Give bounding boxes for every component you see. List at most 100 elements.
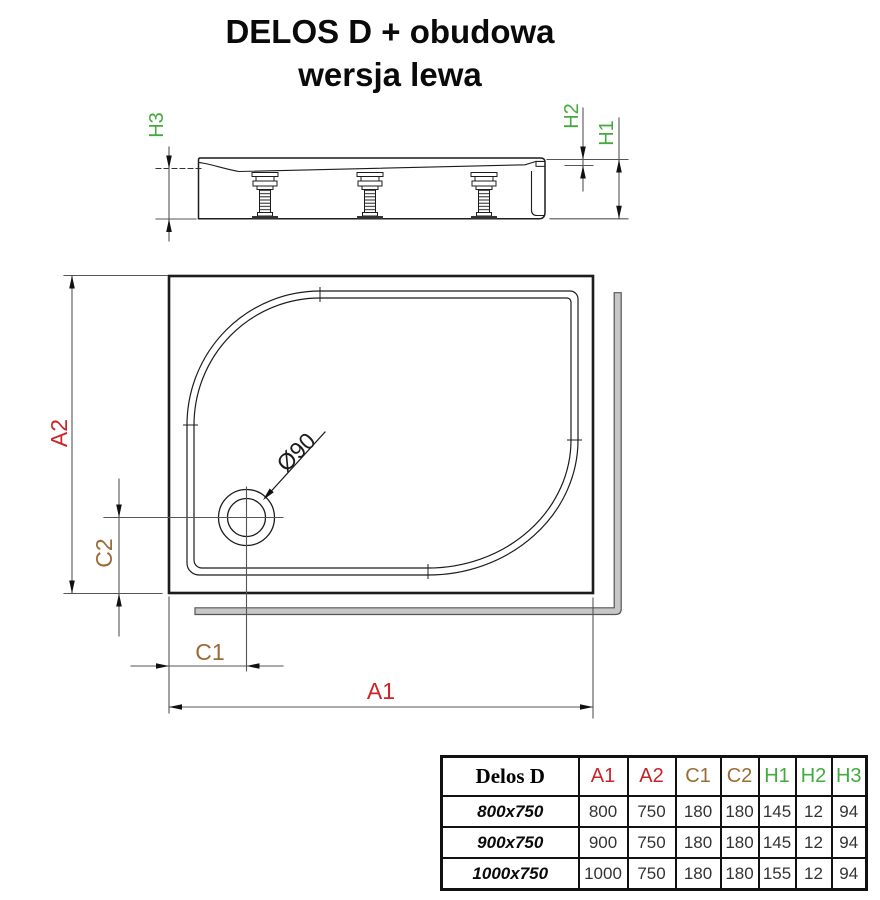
table-header-c2: C2 bbox=[719, 755, 760, 797]
tray-floor-slope bbox=[198, 160, 545, 173]
dimension-a2: A2 bbox=[46, 274, 168, 595]
dimension-h1: H1 bbox=[549, 117, 629, 220]
arrowhead bbox=[166, 219, 172, 232]
value-cell: 750 bbox=[626, 795, 677, 828]
leg-base-plate bbox=[471, 216, 497, 219]
value-cell: 180 bbox=[674, 795, 722, 828]
arrowhead bbox=[616, 205, 622, 219]
drain bbox=[103, 486, 284, 672]
value-cell: 900 bbox=[577, 826, 629, 859]
top-view-drawing: Ø90 A2 C2 bbox=[46, 274, 622, 719]
adjustable-leg-3 bbox=[470, 172, 498, 219]
arrowhead bbox=[580, 146, 586, 160]
skirt-panel-line bbox=[530, 170, 545, 217]
arrowhead bbox=[246, 663, 260, 669]
value-cell: 800 bbox=[577, 795, 629, 828]
value-cell: 180 bbox=[674, 826, 722, 859]
title-line-1: DELOS D + obudowa bbox=[225, 13, 555, 50]
side-view-drawing: H3 H2 H1 bbox=[146, 103, 629, 242]
leg-flange bbox=[356, 172, 384, 177]
leg-collar bbox=[475, 185, 493, 190]
adjustable-leg-2 bbox=[356, 172, 384, 219]
dimension-label-a2: A2 bbox=[46, 419, 72, 447]
table-header-product: Delos D bbox=[440, 755, 580, 797]
table-row-800x750: 800x750 800 750 180 180 145 12 94 bbox=[440, 795, 868, 828]
leg-nut-small bbox=[255, 176, 275, 182]
value-cell: 180 bbox=[674, 857, 722, 891]
dimension-c2: C2 bbox=[91, 478, 122, 637]
table-header-a2: A2 bbox=[626, 755, 677, 797]
arrowhead bbox=[263, 488, 274, 500]
value-cell: 750 bbox=[626, 826, 677, 859]
leg-nut-small bbox=[474, 176, 494, 182]
arrowhead bbox=[580, 165, 586, 179]
tray-rim-lip bbox=[535, 160, 546, 167]
leader-line bbox=[264, 431, 326, 499]
arrowhead bbox=[69, 580, 75, 594]
leg-collar bbox=[256, 185, 274, 190]
leg-base-plate bbox=[252, 216, 278, 219]
value-cell: 12 bbox=[794, 795, 833, 828]
tray-outline bbox=[167, 274, 595, 595]
tray-rim-inner bbox=[193, 297, 572, 569]
shower-tray-drawing: H3 H2 H1 bbox=[46, 103, 629, 719]
leg-nut-large bbox=[357, 180, 383, 187]
dimension-a1: A1 bbox=[168, 597, 594, 719]
size-cell: 1000x750 bbox=[440, 857, 580, 891]
dimension-label-c2: C2 bbox=[91, 538, 117, 567]
leg-flange bbox=[470, 172, 498, 177]
arrowhead bbox=[580, 704, 593, 710]
dimension-label-h2: H2 bbox=[561, 103, 583, 129]
leg-flange bbox=[251, 172, 279, 177]
dimension-label-h1: H1 bbox=[596, 120, 618, 146]
adjustable-leg-1 bbox=[251, 172, 279, 219]
value-cell: 180 bbox=[719, 826, 760, 859]
table-header-h3: H3 bbox=[830, 755, 868, 797]
table-header-c1: C1 bbox=[674, 755, 722, 797]
leg-threaded-rod bbox=[259, 189, 271, 213]
value-cell: 94 bbox=[830, 826, 868, 859]
size-cell: 800x750 bbox=[440, 795, 580, 828]
leg-base-plate bbox=[357, 216, 383, 219]
leg-threaded-rod bbox=[478, 189, 490, 213]
value-cell: 155 bbox=[757, 857, 797, 891]
table-row-1000x750: 1000x750 1000 750 180 180 155 12 94 bbox=[440, 857, 868, 891]
drawing-title: DELOS D + obudowa wersja lewa bbox=[0, 10, 780, 96]
value-cell: 180 bbox=[719, 857, 760, 891]
table-header-h2: H2 bbox=[794, 755, 833, 797]
dimension-h3: H3 bbox=[146, 112, 197, 242]
dimension-label-a1: A1 bbox=[367, 678, 395, 704]
leg-foot bbox=[362, 212, 378, 217]
title-line-2: wersja lewa bbox=[298, 56, 482, 93]
arrowhead bbox=[156, 663, 169, 669]
dimension-label-c1: C1 bbox=[195, 639, 224, 665]
value-cell: 145 bbox=[757, 795, 797, 828]
dimension-c1: C1 bbox=[130, 596, 284, 714]
arrowhead bbox=[69, 275, 75, 289]
table-header-a1: A1 bbox=[577, 755, 629, 797]
dimension-label-h3: H3 bbox=[146, 112, 168, 138]
arrowhead bbox=[116, 593, 122, 607]
leg-foot bbox=[257, 212, 273, 217]
rim-tangent-ticks bbox=[183, 287, 582, 579]
arrowhead bbox=[169, 704, 182, 710]
arrowhead bbox=[166, 155, 172, 169]
arrowhead bbox=[616, 159, 622, 173]
leg-nut-large bbox=[252, 180, 278, 187]
table-header-h1: H1 bbox=[757, 755, 797, 797]
value-cell: 12 bbox=[794, 826, 833, 859]
size-cell: 900x750 bbox=[440, 826, 580, 859]
leg-threaded-rod bbox=[364, 189, 376, 213]
arrowhead bbox=[116, 504, 122, 518]
value-cell: 12 bbox=[794, 857, 833, 891]
value-cell: 145 bbox=[757, 826, 797, 859]
value-cell: 750 bbox=[626, 857, 677, 891]
enclosure-panel bbox=[194, 292, 622, 616]
leg-collar bbox=[361, 185, 379, 190]
leg-nut-small bbox=[360, 176, 380, 182]
table-row-900x750: 900x750 900 750 180 180 145 12 94 bbox=[440, 826, 868, 859]
value-cell: 94 bbox=[830, 857, 868, 891]
leg-foot bbox=[476, 212, 492, 217]
table-header-row: Delos D A1 A2 C1 C2 H1 H2 H3 bbox=[440, 755, 868, 797]
